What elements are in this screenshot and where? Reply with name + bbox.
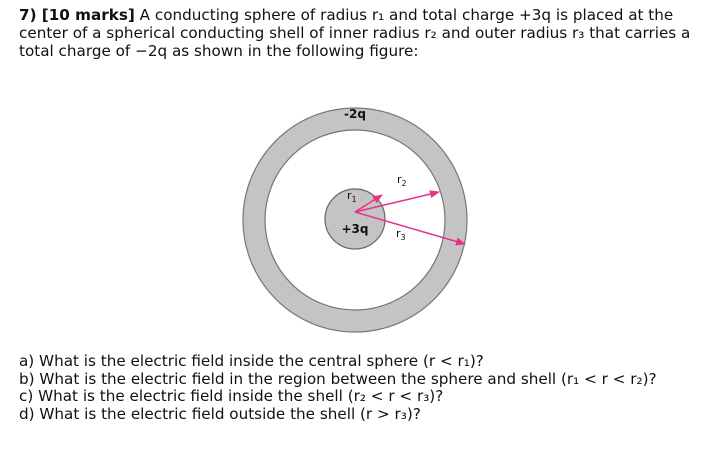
r1-arrow bbox=[354, 194, 383, 213]
r1-letter: r bbox=[347, 189, 352, 202]
r2-arrow bbox=[354, 190, 440, 213]
r2-subscript: 2 bbox=[402, 179, 407, 188]
question-body: A conducting sphere of radius r₁ and tot… bbox=[19, 6, 691, 60]
sub-question-d: d) What is the electric field outside th… bbox=[19, 404, 421, 423]
question-text: 7) [10 marks] A conducting sphere of rad… bbox=[19, 6, 691, 60]
r3-letter: r bbox=[396, 227, 401, 240]
r1-subscript: 1 bbox=[352, 195, 357, 204]
r3-arrow bbox=[354, 211, 466, 246]
sphere-charge-label: +3q bbox=[342, 222, 369, 236]
spherical-shell-figure: -2q +3q r1 r2 r3 bbox=[236, 100, 476, 340]
sub-questions-list: a) What is the electric field inside the… bbox=[19, 352, 699, 423]
figure-diagram: -2q +3q r1 r2 r3 bbox=[242, 107, 468, 333]
central-sphere bbox=[324, 188, 386, 250]
r3-subscript: 3 bbox=[401, 233, 406, 242]
r2-letter: r bbox=[397, 173, 402, 186]
shell-charge-label: -2q bbox=[344, 107, 366, 121]
sub-question-a: a) What is the electric field inside the… bbox=[19, 352, 484, 370]
r1-label: r1 bbox=[347, 189, 357, 204]
r2-label: r2 bbox=[397, 173, 407, 188]
r3-label: r3 bbox=[396, 227, 406, 242]
question-number-marks: 7) [10 marks] bbox=[19, 6, 135, 24]
sub-question-b: b) What is the electric field in the reg… bbox=[19, 369, 657, 388]
sub-question-c: c) What is the electric field inside the… bbox=[19, 387, 444, 406]
